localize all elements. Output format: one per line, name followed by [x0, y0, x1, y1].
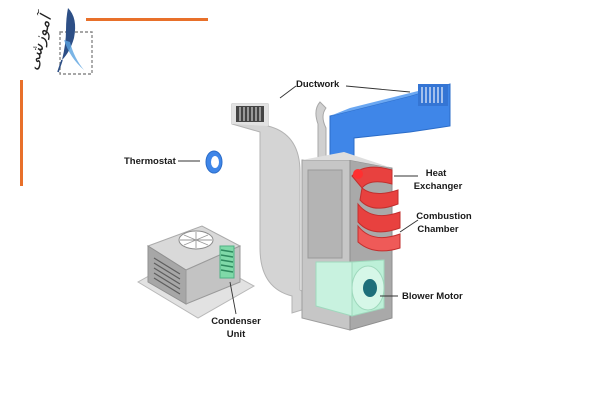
brand-logo: آموزشی — [20, 8, 208, 186]
quill-pen-logo-icon — [57, 8, 84, 73]
logo-script-text: آموزشی — [21, 9, 56, 72]
label-blower-motor: Blower Motor — [402, 291, 463, 302]
burner-flame-dot — [353, 169, 363, 179]
label-combustion-chamber-line1: Combustion — [416, 211, 472, 222]
label-thermostat: Thermostat — [124, 156, 177, 167]
orange-top-rule — [86, 18, 208, 21]
heat-exchanger-coils — [351, 166, 401, 252]
label-heat-exchanger-line2: Exchanger — [414, 181, 463, 192]
gray-duct-vent-grille — [236, 106, 264, 122]
label-heat-exchanger-line1: Heat — [426, 168, 447, 179]
blower-motor-hub — [363, 279, 377, 297]
leader-lines — [178, 85, 419, 315]
blue-duct — [329, 83, 451, 165]
label-condenser-unit-line2: Unit — [227, 329, 246, 340]
orange-left-rule — [20, 80, 23, 186]
blue-duct-vent-grille — [421, 87, 443, 103]
label-condenser-unit-line1: Condenser — [211, 316, 261, 327]
condenser-unit — [137, 225, 256, 319]
condenser-side-vents — [153, 257, 181, 295]
logo-frame — [59, 31, 93, 75]
thermostat-icon — [205, 150, 223, 174]
label-ductwork: Ductwork — [296, 79, 340, 90]
label-combustion-chamber-line2: Chamber — [417, 224, 458, 235]
flue-pipe — [315, 101, 327, 165]
blower-assembly — [315, 259, 385, 317]
